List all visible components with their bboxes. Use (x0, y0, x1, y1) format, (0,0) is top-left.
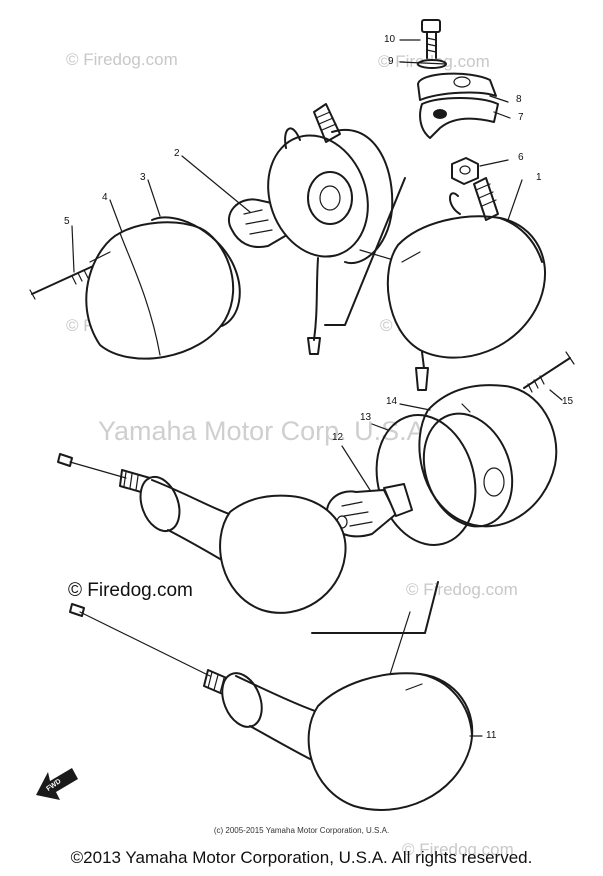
assembly-guide-top (324, 177, 406, 326)
housing-part-1 (386, 177, 546, 391)
footer-copyright: ©2013 Yamaha Motor Corporation, U.S.A. A… (70, 848, 533, 867)
watermark-center: Yamaha Motor Corp. U.S.A. (98, 416, 433, 446)
callout-8: 8 (516, 94, 522, 105)
callout-6: 6 (518, 152, 524, 163)
watermark-bottom-right: © Firedog.com (402, 840, 514, 859)
lens-part-4 (85, 221, 235, 360)
site-watermark: © Firedog.com (68, 580, 193, 601)
callout-2: 2 (174, 148, 180, 159)
callout-12: 12 (332, 432, 344, 443)
housing-part-14 (418, 384, 558, 528)
callout-7: 7 (518, 112, 524, 123)
gasket-part-3 (151, 216, 241, 327)
screw-part-5 (29, 261, 103, 300)
callout-14: 14 (386, 396, 398, 407)
assembly-guide-bottom (311, 581, 439, 634)
callout-3: 3 (140, 172, 146, 183)
watermark-top-left: © Firedog.com (66, 50, 178, 69)
turn-signal-assembly-middle (57, 453, 347, 614)
bolt-part-10 (421, 19, 441, 59)
callout-leaders (71, 39, 563, 737)
forward-arrow-icon (36, 768, 78, 800)
callout-5: 5 (64, 216, 70, 227)
turn-signal-part-11 (69, 603, 474, 811)
callout-4: 4 (102, 192, 108, 203)
clamp-lower-part-7 (419, 97, 499, 139)
bulb-part-12 (326, 483, 413, 538)
callout-11: 11 (486, 730, 497, 741)
screw-part-15 (523, 351, 575, 393)
callout-15: 15 (562, 396, 574, 407)
callout-10: 10 (384, 34, 396, 45)
callout-13: 13 (360, 412, 372, 423)
callout-9: 9 (388, 56, 394, 67)
clamp-upper-part-8 (417, 72, 497, 101)
inner-copyright: (c) 2005-2015 Yamaha Motor Corporation, … (213, 826, 390, 835)
nut-part-6 (451, 157, 479, 185)
callout-1: 1 (536, 172, 542, 183)
